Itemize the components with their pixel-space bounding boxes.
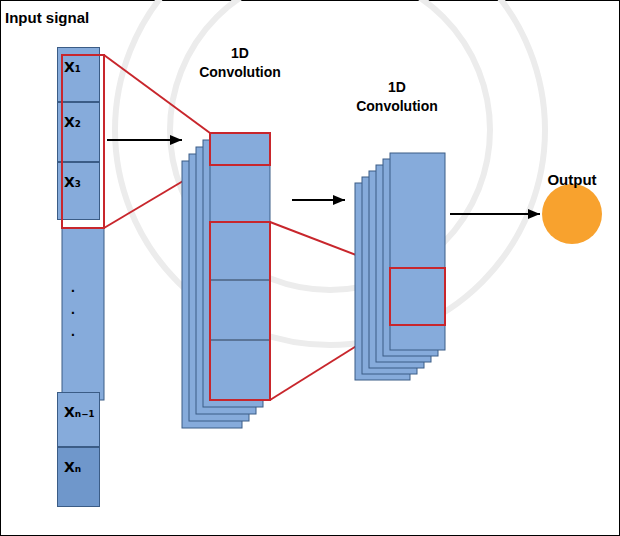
receptive-field-box: [210, 222, 270, 400]
projection-lines: [104, 55, 390, 400]
cell-divider: [210, 280, 270, 281]
watermark-seal: [115, 0, 545, 345]
receptive-field-box: [210, 133, 270, 165]
output-circle: [542, 184, 602, 244]
signal-cell: Xₙ: [57, 447, 100, 507]
feature-map-layer: [210, 133, 270, 400]
column-body: [62, 228, 104, 400]
heading-label: 1D Convolution: [347, 78, 447, 116]
signal-cell: Xₙ₋₁: [57, 392, 100, 447]
cell-divider: [210, 340, 270, 341]
flow-arrow: [107, 139, 182, 141]
signal-cell: X₃: [57, 162, 100, 220]
heading-label: 1D Convolution: [190, 44, 290, 82]
signal-label: X₂: [58, 103, 99, 131]
output-node: Output: [540, 168, 606, 244]
signal-label: Xₙ₋₁: [58, 393, 99, 421]
projection-line: [104, 55, 210, 133]
input-signal-column: Input signalX₁ X₂ X₃ Xₙ₋₁ Xₙ: [5, 8, 107, 518]
signal-label: X₃: [58, 163, 99, 191]
flow-arrow: [450, 213, 540, 215]
signal-label: Xₙ: [58, 448, 99, 476]
heading-label: Input signal: [5, 8, 105, 27]
convolution-stack: 1D Convolution: [345, 77, 450, 387]
heading-label: Output: [540, 170, 604, 189]
convolution-stack: 1D Convolution: [182, 42, 292, 430]
signal-cell: X₁: [57, 47, 100, 102]
node-shape: [345, 77, 450, 387]
flow-arrow: [292, 199, 345, 201]
node-shape: [182, 42, 290, 430]
signal-label: X₁: [58, 48, 99, 76]
receptive-field-box: [62, 55, 104, 228]
signal-cell: X₂: [57, 102, 100, 162]
highlight-overlay: [5, 8, 105, 518]
receptive-field-box: [390, 268, 445, 325]
feature-map-layer: [390, 153, 445, 350]
